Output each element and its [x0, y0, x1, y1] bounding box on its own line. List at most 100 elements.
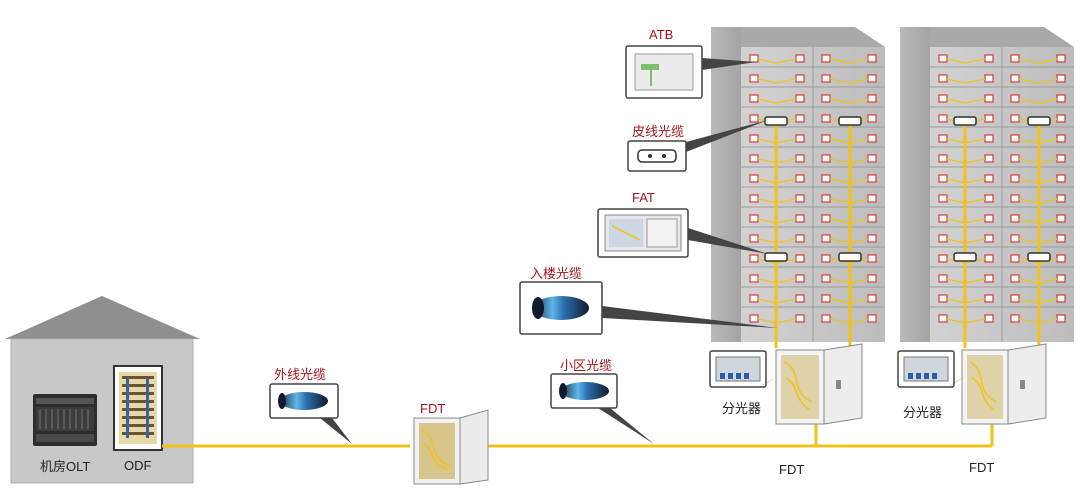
apartment-unit: [1010, 114, 1020, 123]
apartment-unit: [749, 294, 759, 303]
olt-equipment: [33, 394, 97, 446]
outdoor-cable-callout: [269, 383, 352, 444]
floor-fiber: [946, 78, 966, 84]
apartment-unit: [938, 254, 948, 263]
floor-fiber: [946, 318, 966, 324]
apartment-unit: [938, 54, 948, 63]
floor-fiber: [775, 178, 797, 184]
floor-fiber: [946, 138, 966, 144]
fat-callout: [597, 208, 768, 258]
apartment-unit: [795, 114, 805, 123]
apartment-unit: [1056, 74, 1066, 83]
apartment-unit: [938, 314, 948, 323]
apartment-unit: [821, 194, 831, 203]
apartment-unit: [938, 294, 948, 303]
apartment-unit: [749, 254, 759, 263]
floor-fiber: [829, 58, 851, 64]
floor-fiber: [757, 218, 777, 224]
apartment-unit: [795, 74, 805, 83]
apartment-unit: [984, 234, 994, 243]
atb-label: ATB: [649, 27, 674, 42]
apartment-unit: [1010, 294, 1020, 303]
apartment-unit: [795, 194, 805, 203]
floor-fiber: [1018, 318, 1040, 324]
floor-fiber: [829, 198, 851, 204]
floor-fiber: [829, 178, 851, 184]
floor-fiber: [946, 158, 966, 164]
floor-fiber: [775, 138, 797, 144]
floor-fiber: [757, 78, 777, 84]
apartment-unit: [821, 134, 831, 143]
floor-fiber: [1038, 58, 1058, 64]
floor-fiber: [1038, 218, 1058, 224]
floor-fiber: [829, 158, 851, 164]
floor-fiber: [964, 98, 986, 104]
floor-fiber: [1018, 198, 1040, 204]
floor-fiber: [946, 238, 966, 244]
floor-fiber: [964, 238, 986, 244]
fiber-trunk: [162, 422, 994, 448]
apartment-unit: [795, 154, 805, 163]
apartment-unit: [1056, 194, 1066, 203]
floor-fiber: [849, 278, 869, 284]
floor-fiber: [757, 138, 777, 144]
apartment-unit: [821, 74, 831, 83]
floor-fiber: [757, 98, 777, 104]
apartment-unit: [821, 54, 831, 63]
floor-fiber: [829, 98, 851, 104]
floor-fiber: [849, 138, 869, 144]
apartment-unit: [984, 154, 994, 163]
floor-fiber: [849, 58, 869, 64]
apartment-unit: [821, 234, 831, 243]
floor-fiber: [1038, 158, 1058, 164]
floor-fiber: [1018, 278, 1040, 284]
floor-fiber: [757, 198, 777, 204]
floor-fiber: [849, 158, 869, 164]
apartment-unit: [795, 214, 805, 223]
splitter-2-callout: [897, 350, 966, 388]
apartment-unit: [867, 94, 877, 103]
apartment-unit: [984, 314, 994, 323]
apartment-unit: [795, 294, 805, 303]
floor-fiber: [946, 58, 966, 64]
apartment-unit: [749, 54, 759, 63]
splitter-1-callout: [709, 350, 778, 388]
apartment-unit: [1056, 174, 1066, 183]
district-cable-callout: [550, 373, 654, 444]
apartment-unit: [867, 154, 877, 163]
apartment-unit: [821, 214, 831, 223]
apartment-unit: [749, 174, 759, 183]
apartment-unit: [984, 214, 994, 223]
floor-fiber: [964, 138, 986, 144]
floor-fiber: [1018, 78, 1040, 84]
building-2: [900, 27, 1074, 348]
apartment-unit: [984, 54, 994, 63]
apartment-unit: [821, 274, 831, 283]
apartment-unit: [938, 194, 948, 203]
floor-fiber: [964, 158, 986, 164]
apartment-unit: [938, 114, 948, 123]
floor-fiber: [1018, 58, 1040, 64]
apartment-unit: [867, 194, 877, 203]
apartment-unit: [867, 74, 877, 83]
apartment-unit: [1010, 94, 1020, 103]
drop-cable-callout: [627, 120, 768, 172]
fdt-building-2-label: FDT: [969, 460, 995, 475]
apartment-unit: [795, 54, 805, 63]
floor-fiber: [757, 158, 777, 164]
apartment-unit: [795, 254, 805, 263]
floor-fiber: [964, 58, 986, 64]
apartment-unit: [1056, 154, 1066, 163]
floor-fiber: [1038, 238, 1058, 244]
apartment-unit: [749, 74, 759, 83]
fdt-building-2-cabinet: [961, 343, 1047, 425]
apartment-unit: [938, 174, 948, 183]
apartment-unit: [749, 234, 759, 243]
odf-label: ODF: [124, 458, 152, 473]
apartment-unit: [984, 294, 994, 303]
apartment-unit: [821, 154, 831, 163]
floor-fiber: [1038, 78, 1058, 84]
floor-fiber: [964, 178, 986, 184]
atb-callout: [625, 45, 756, 99]
